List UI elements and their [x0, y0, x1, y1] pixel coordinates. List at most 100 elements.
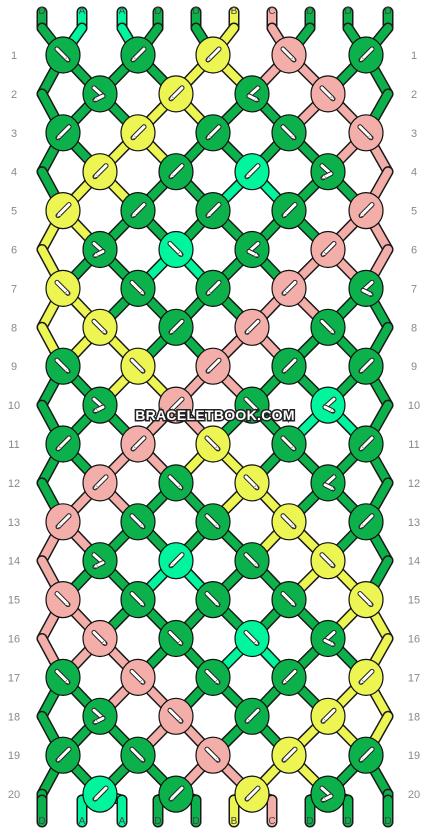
knot-arrow-icon: [247, 94, 257, 102]
knot: [234, 386, 270, 424]
knot: [82, 775, 118, 813]
knot: [45, 425, 81, 463]
row-number-right: 14: [408, 556, 420, 568]
row-number-left: 2: [11, 89, 17, 101]
knot-arrow-icon: [58, 436, 71, 449]
row-number-right: 20: [408, 789, 420, 801]
knot: [234, 464, 270, 502]
knot: [310, 230, 346, 269]
knot: [195, 36, 231, 74]
strand-label-bottom: A: [79, 816, 86, 827]
knot-arrow-icon: [247, 164, 260, 177]
knot: [271, 269, 307, 307]
strand-label-top: B: [231, 6, 238, 17]
knot: [271, 425, 307, 463]
row-number-right: 3: [411, 128, 417, 140]
row-number-left: 9: [11, 361, 17, 373]
knot-arrow-icon: [95, 94, 105, 102]
knot-arrow-icon: [281, 436, 294, 449]
knot: [158, 775, 194, 813]
knot: [310, 153, 346, 191]
knot: [195, 269, 231, 307]
row-number-right: 17: [408, 672, 420, 684]
knot: [120, 658, 156, 697]
strand-label-top: D: [344, 6, 351, 17]
row-number-right: 12: [408, 478, 420, 490]
knot-arrow-icon: [208, 280, 221, 293]
knot: [348, 658, 384, 697]
knot-arrow-icon: [171, 319, 184, 332]
knot: [82, 308, 118, 346]
knot-arrow-icon: [361, 47, 374, 60]
knot: [348, 347, 384, 385]
knot: [348, 36, 384, 74]
strand-label-bottom: B: [231, 816, 238, 827]
row-number-right: 1: [411, 50, 417, 62]
knot-arrow-icon: [205, 592, 218, 605]
row-number-right: 13: [408, 517, 420, 529]
knot: [348, 269, 384, 307]
knot: [271, 580, 307, 619]
knot-arrow-icon: [361, 288, 371, 296]
knot: [82, 619, 118, 658]
row-number-left: 5: [11, 206, 17, 218]
strand-label-top: D: [306, 6, 313, 17]
knot: [195, 192, 231, 230]
knot-arrow-icon: [244, 397, 257, 410]
row-number-right: 7: [411, 283, 417, 295]
knot: [82, 75, 118, 113]
knot: [271, 36, 307, 74]
strand-label-top: A: [79, 6, 86, 17]
knot-arrow-icon: [320, 319, 333, 332]
knot-arrow-icon: [133, 125, 146, 138]
knot-arrow-icon: [247, 786, 260, 799]
knot-arrow-icon: [130, 280, 143, 293]
knot-arrow-icon: [361, 358, 374, 371]
knot-arrow-icon: [171, 397, 184, 410]
knot-arrow-icon: [171, 86, 184, 99]
strand-label-bottom: D: [344, 816, 351, 827]
knot-arrow-icon: [247, 708, 260, 721]
knot: [195, 736, 231, 774]
knot-arrow-icon: [361, 514, 374, 527]
knot-arrow-icon: [208, 203, 221, 216]
knot-arrow-icon: [168, 708, 181, 721]
knot-grid: [45, 36, 384, 813]
row-number-left: 20: [8, 789, 20, 801]
watermark-text: BRACELETBOOK.COM: [135, 407, 295, 423]
row-number-left: 1: [11, 50, 17, 62]
knot: [234, 775, 270, 813]
knot: [234, 308, 270, 346]
row-number-left: 19: [8, 750, 20, 762]
strand-label-top: D: [192, 6, 199, 17]
knot: [82, 542, 118, 580]
knot-arrow-icon: [284, 203, 297, 216]
knot: [195, 580, 231, 619]
row-number-left: 10: [8, 400, 20, 412]
knot: [310, 386, 346, 424]
knot: [310, 75, 346, 113]
knot-arrow-icon: [58, 747, 71, 760]
knot: [271, 192, 307, 230]
knot: [45, 503, 81, 541]
knot: [120, 580, 156, 619]
knot-arrow-icon: [168, 242, 181, 255]
knot: [120, 503, 156, 541]
row-number-left: 14: [8, 556, 20, 568]
knot: [348, 192, 384, 230]
row-number-left: 17: [8, 672, 20, 684]
knot: [158, 230, 194, 269]
knot-arrow-icon: [323, 708, 336, 721]
knot-arrow-icon: [281, 125, 294, 138]
row-number-right: 11: [408, 439, 419, 451]
knot-arrow-icon: [323, 172, 333, 180]
row-number-left: 16: [8, 634, 20, 646]
knot-arrow-icon: [205, 436, 218, 449]
knot: [348, 425, 384, 463]
knot: [45, 192, 81, 230]
row-number-left: 3: [11, 128, 17, 140]
knot-arrow-icon: [361, 747, 374, 760]
knot-arrow-icon: [320, 553, 333, 566]
knot: [271, 736, 307, 774]
